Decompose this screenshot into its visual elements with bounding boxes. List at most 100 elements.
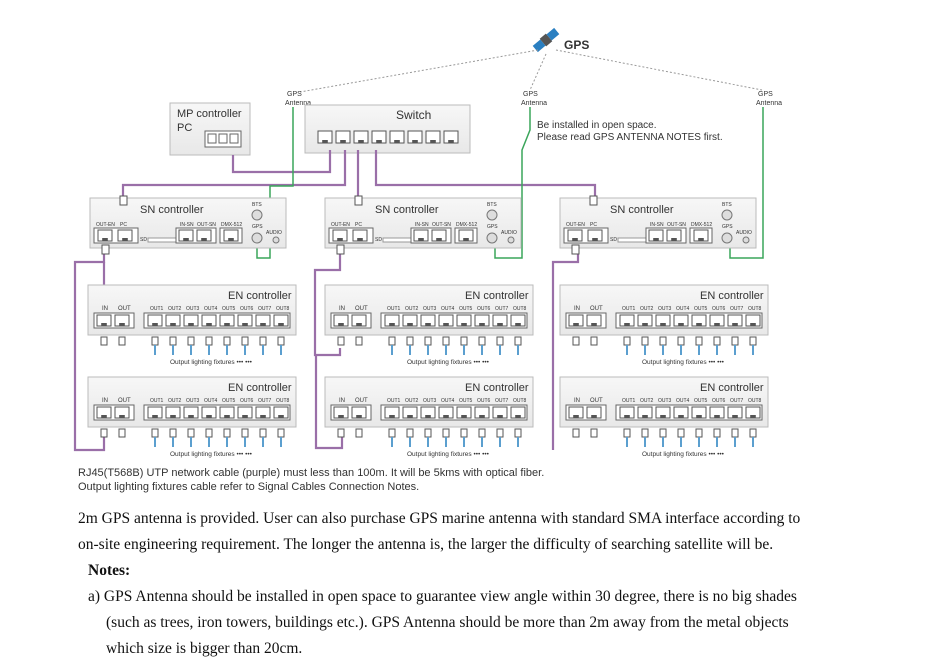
en-output-label: OUT6 [712, 306, 726, 312]
caption-line-2: Output lighting fixtures cable refer to … [78, 481, 420, 493]
switch-port [443, 130, 459, 144]
sn-gps-label: GPS [487, 224, 498, 230]
gps-satellite-icon [532, 27, 560, 53]
sn-port-label: IN-SN [415, 222, 429, 228]
en-output-label: OUT1 [387, 306, 401, 312]
output-fixture-connectors [100, 336, 285, 355]
sn-controller-title: SN controller [140, 204, 204, 216]
en-out-label: OUT [118, 306, 131, 312]
en-output-label: OUT3 [423, 306, 437, 312]
sn-sd-label: SD [140, 237, 147, 243]
sn-port-label: IN-SN [180, 222, 194, 228]
en-controller-title: EN controller [465, 290, 529, 302]
sn-controller-title: SN controller [375, 204, 439, 216]
gps-antenna-label-2: GPS Antenna [521, 91, 547, 107]
switch-port [389, 130, 405, 144]
output-fixture-connectors [337, 336, 522, 355]
svg-text:Antenna: Antenna [521, 100, 547, 107]
sn-audio-label: AUDIO [501, 230, 517, 236]
output-fixtures-label: Output lighting fixtures ••• ••• [642, 451, 725, 458]
en-in-label: IN [339, 398, 345, 404]
para1-line1: 2m GPS antenna is provided. User can als… [78, 510, 801, 527]
note-a-line2: (such as trees, iron towers, buildings e… [106, 614, 789, 631]
en-output-label: OUT6 [240, 306, 254, 312]
en-out-label: OUT [118, 398, 131, 404]
en-in-label: IN [102, 306, 108, 312]
sn-bts-label: BTS [487, 202, 497, 208]
en-output-label: OUT4 [676, 398, 690, 404]
sn-port-label: OUT-EN [331, 222, 350, 228]
sn-gps-label: GPS [722, 224, 733, 230]
en-output-label: OUT3 [186, 306, 200, 312]
en-output-label: OUT2 [640, 306, 654, 312]
en-output-label: OUT2 [168, 306, 182, 312]
en-output-label: OUT5 [694, 306, 708, 312]
en-out-label: OUT [355, 398, 368, 404]
sn-port-label: DMX-512 [691, 222, 712, 228]
en-out-label: OUT [355, 306, 368, 312]
gps-antenna-cable [494, 107, 531, 259]
en-out-label: OUT [590, 306, 603, 312]
en-output-label: OUT3 [658, 306, 672, 312]
switch-port [371, 130, 387, 144]
switch-port [335, 130, 351, 144]
sn-port-label: DMX-512 [221, 222, 242, 228]
svg-text:Switch: Switch [396, 108, 431, 122]
en-controller-title: EN controller [228, 382, 292, 394]
sn-audio-label: AUDIO [266, 230, 282, 236]
output-fixtures-label: Output lighting fixtures ••• ••• [170, 451, 253, 458]
notes-heading: Notes: [88, 562, 131, 579]
utp-cable [313, 250, 342, 357]
gps-signal-lines [299, 49, 763, 93]
en-output-label: OUT4 [204, 306, 218, 312]
en-output-label: OUT1 [622, 306, 636, 312]
note-a: a) GPS Antenna should be installed in op… [88, 584, 797, 662]
en-output-label: OUT2 [640, 398, 654, 404]
en-output-label: OUT3 [658, 398, 672, 404]
gps-title: GPS [564, 38, 589, 52]
network-cables [73, 107, 764, 452]
en-output-label: OUT7 [258, 306, 272, 312]
en-output-label: OUT1 [150, 398, 164, 404]
connection-diagram: GPS GPS Antenna GPS Antenna GPS Antenna … [73, 27, 782, 458]
svg-text:Antenna: Antenna [285, 100, 311, 107]
en-output-label: OUT8 [748, 306, 762, 312]
en-output-label: OUT4 [676, 306, 690, 312]
en-output-label: OUT6 [477, 398, 491, 404]
sn-controller-title: SN controller [610, 204, 674, 216]
en-output-label: OUT5 [694, 398, 708, 404]
en-output-label: OUT7 [730, 398, 744, 404]
en-output-label: OUT1 [150, 306, 164, 312]
output-fixture-connectors [572, 428, 757, 447]
sn-audio-label: AUDIO [736, 230, 752, 236]
en-output-label: OUT5 [222, 306, 236, 312]
svg-text:GPS: GPS [758, 91, 773, 98]
sn-sd-label: SD [610, 237, 617, 243]
en-output-label: OUT8 [276, 306, 290, 312]
switch-port [407, 130, 423, 144]
svg-text:GPS: GPS [287, 91, 302, 98]
en-output-label: OUT4 [441, 398, 455, 404]
switch-port [317, 130, 333, 144]
sn-port-label: PC [120, 222, 127, 228]
en-output-label: OUT1 [622, 398, 636, 404]
en-in-label: IN [574, 398, 580, 404]
diagram-caption: RJ45(T568B) UTP network cable (purple) m… [78, 466, 544, 494]
gps-antenna-label-3: GPS Antenna [756, 91, 782, 107]
en-output-label: OUT7 [495, 398, 509, 404]
en-output-label: OUT5 [459, 398, 473, 404]
utp-cable [551, 250, 580, 450]
sn-sd-label: SD [375, 237, 382, 243]
output-fixture-connectors [572, 336, 757, 355]
note-a-line1: a) GPS Antenna should be installed in op… [88, 588, 797, 605]
en-output-label: OUT4 [441, 306, 455, 312]
sn-bts-label: BTS [722, 202, 732, 208]
